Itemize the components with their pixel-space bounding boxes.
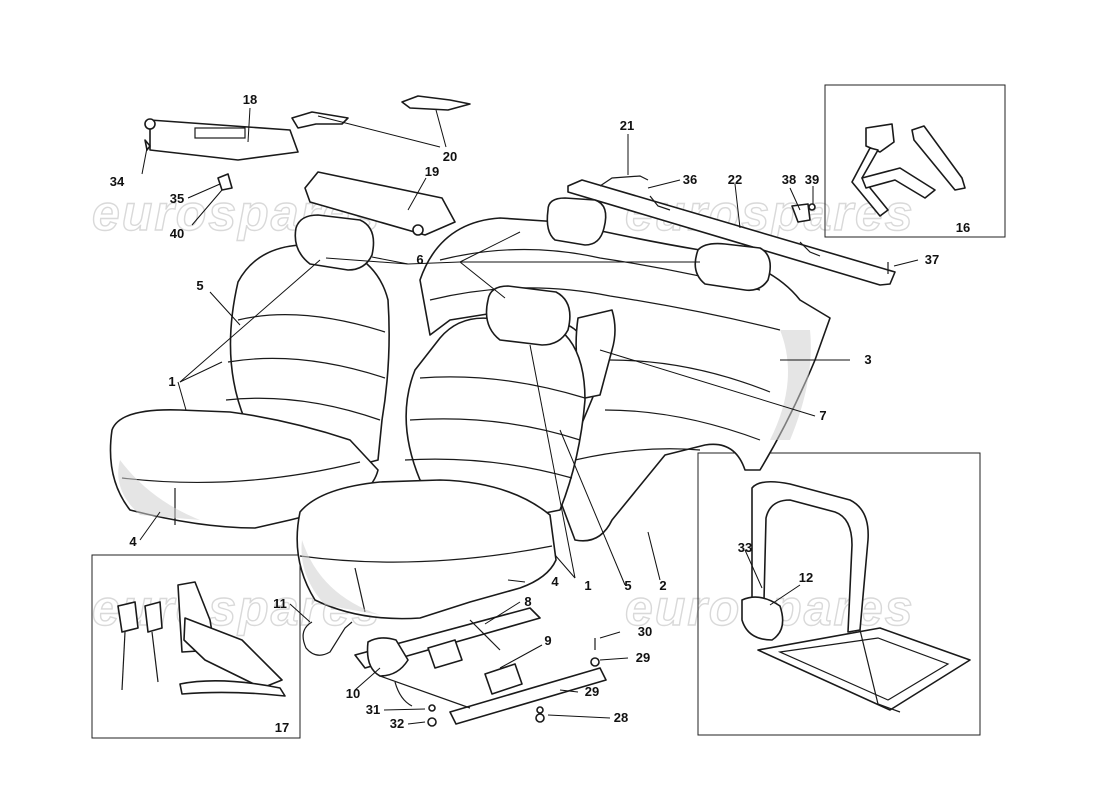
callout-29-lower: 29 xyxy=(585,684,599,699)
callout-6: 6 xyxy=(416,252,423,267)
seat-wiring-harness xyxy=(302,621,353,656)
callout-1-left: 1 xyxy=(168,374,175,389)
callout-35: 35 xyxy=(170,191,184,206)
callout-39: 39 xyxy=(805,172,819,187)
callout-5-center: 5 xyxy=(624,578,631,593)
callout-29-upper: 29 xyxy=(636,650,650,665)
visor-clip xyxy=(217,173,233,191)
trim-clip xyxy=(791,203,811,223)
rear-headrest-left xyxy=(546,197,607,246)
sun-visor-left xyxy=(144,118,299,161)
visor-screw xyxy=(144,139,151,151)
callout-30: 30 xyxy=(638,624,652,639)
callout-28: 28 xyxy=(614,710,628,725)
visor-mirror-lights xyxy=(291,95,471,129)
leader-lines xyxy=(139,107,919,725)
callout-31: 31 xyxy=(366,702,380,717)
rear-headrest-right xyxy=(694,242,771,292)
callout-12: 12 xyxy=(799,570,813,585)
callout-40: 40 xyxy=(170,226,184,241)
callout-1-center: 1 xyxy=(584,578,591,593)
inset-box-front-belt xyxy=(91,554,301,739)
callout-numbers: 18 20 19 21 36 22 38 39 16 37 34 35 40 6… xyxy=(110,92,970,735)
callout-20: 20 xyxy=(443,149,457,164)
callout-8: 8 xyxy=(524,594,531,609)
callout-21: 21 xyxy=(620,118,634,133)
callout-4-center: 4 xyxy=(551,574,559,589)
screws-washers xyxy=(427,638,600,727)
front-seat-center xyxy=(296,317,586,620)
front-center-headrest xyxy=(485,285,571,346)
inset-box-seat-frame xyxy=(697,452,981,736)
callout-34: 34 xyxy=(110,174,125,189)
callout-16: 16 xyxy=(956,220,970,235)
callout-2: 2 xyxy=(659,578,666,593)
callout-36: 36 xyxy=(683,172,697,187)
callout-17: 17 xyxy=(275,720,289,735)
seat-runner-assembly xyxy=(354,607,607,725)
callout-38: 38 xyxy=(782,172,796,187)
callout-7: 7 xyxy=(819,408,826,423)
callout-22: 22 xyxy=(728,172,742,187)
callout-10: 10 xyxy=(346,686,360,701)
callout-19: 19 xyxy=(425,164,439,179)
front-seat-left xyxy=(109,244,390,529)
callout-37: 37 xyxy=(925,252,939,267)
inset-box-rear-belt xyxy=(824,84,1006,238)
callout-18: 18 xyxy=(243,92,257,107)
front-left-headrest xyxy=(294,214,375,271)
callout-33: 33 xyxy=(738,540,752,555)
callout-4-left: 4 xyxy=(129,534,137,549)
trim-screw xyxy=(808,203,816,211)
callout-32: 32 xyxy=(390,716,404,731)
callout-9: 9 xyxy=(544,633,551,648)
callout-11: 11 xyxy=(273,596,287,611)
rear-armrest xyxy=(575,309,616,399)
callout-5-left: 5 xyxy=(196,278,203,293)
seat-frame xyxy=(741,480,971,713)
sun-visor-right xyxy=(304,171,456,236)
rear-seat-belt xyxy=(851,123,966,217)
rear-trim-rail xyxy=(567,175,896,286)
callout-3: 3 xyxy=(864,352,871,367)
front-seat-belt xyxy=(117,581,286,697)
